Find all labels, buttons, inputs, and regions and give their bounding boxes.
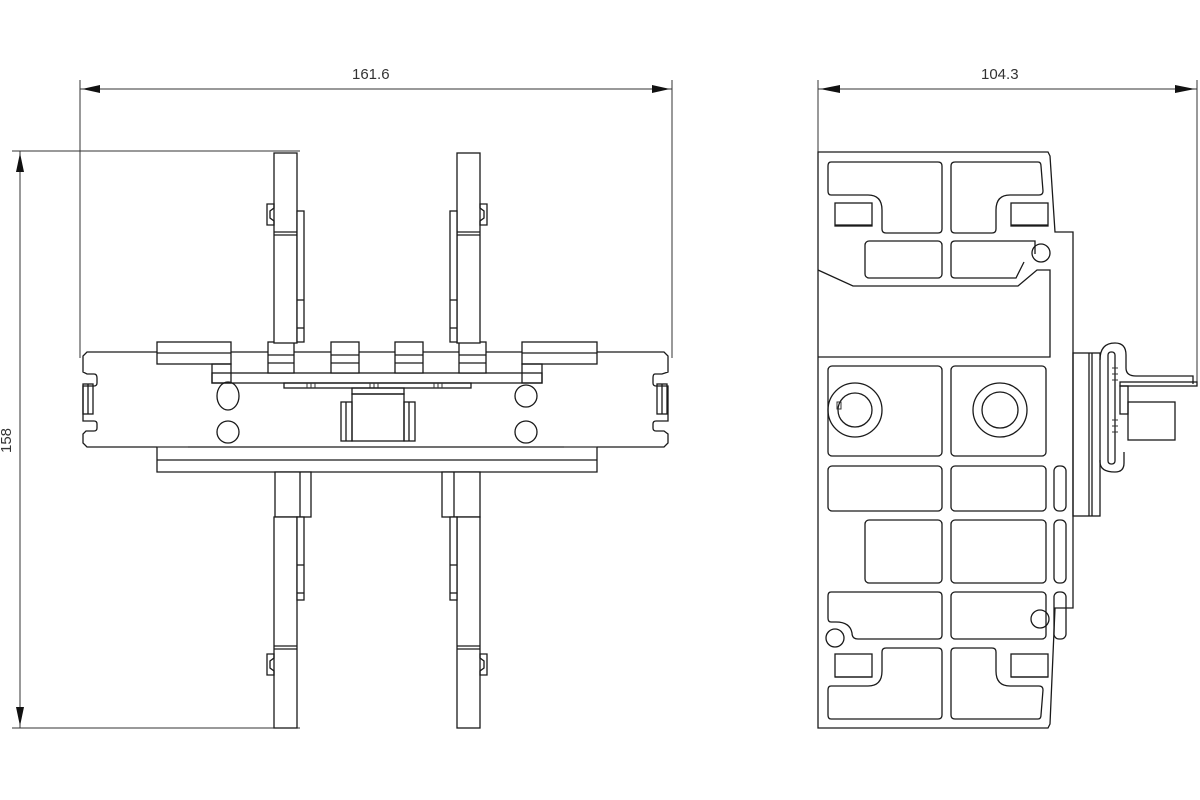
arrow-down-icon — [16, 707, 24, 726]
upper-blade-left — [266, 152, 305, 344]
mounting-hole — [514, 384, 538, 408]
arrow-left-icon — [820, 85, 840, 93]
side-width-dimension-label: 104.3 — [981, 66, 1019, 83]
arrow-left-icon — [82, 85, 100, 93]
terminal-hole — [827, 382, 883, 438]
side-housing-outline — [817, 151, 1074, 729]
mounting-hole — [514, 420, 538, 444]
lower-blade-left — [266, 471, 312, 729]
side-width-dimension — [817, 80, 1198, 383]
front-width-dimension-label: 161.6 — [352, 66, 390, 83]
front-width-dimension — [79, 80, 673, 358]
base-plate — [82, 351, 669, 448]
side-actuator-mechanism — [1072, 342, 1198, 517]
arrow-up-icon — [16, 153, 24, 172]
front-view — [82, 152, 669, 729]
mounting-hole — [216, 420, 240, 444]
terminal-hole — [972, 382, 1028, 438]
mounting-hole — [216, 381, 240, 411]
upper-blade-right — [449, 152, 488, 344]
lower-blade-right — [441, 471, 488, 729]
arrow-right-icon — [1175, 85, 1195, 93]
side-view — [817, 151, 1198, 729]
arrow-right-icon — [652, 85, 670, 93]
front-height-dimension — [12, 150, 300, 729]
